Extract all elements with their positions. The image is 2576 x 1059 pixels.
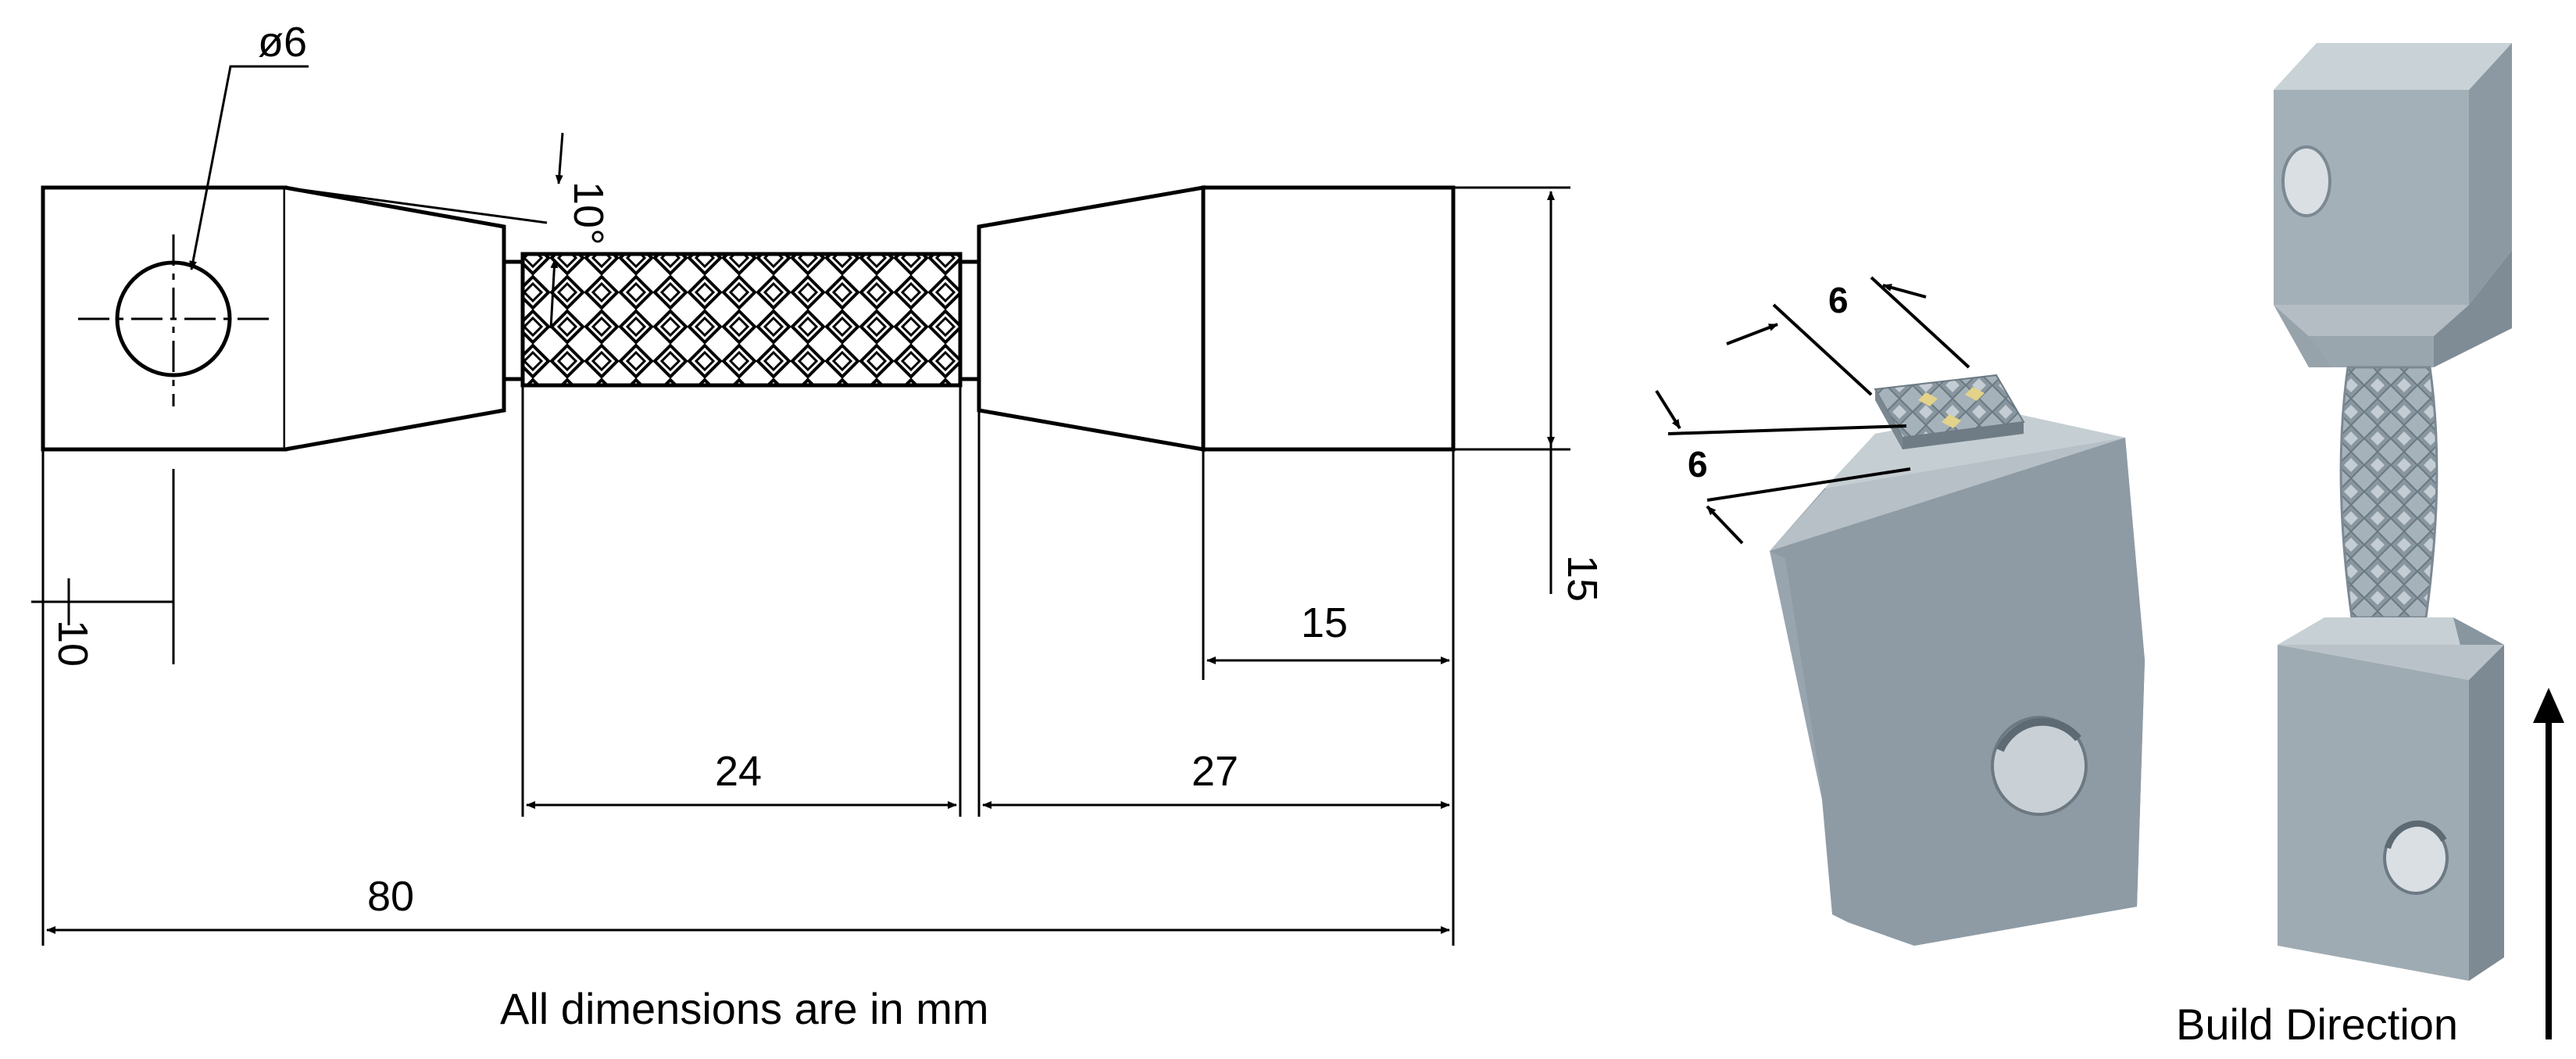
angle-arrow-top — [555, 132, 564, 184]
left-collar — [502, 259, 525, 381]
units-note: All dimensions are in mm — [500, 984, 989, 1033]
detail-dim-side-arrow-top — [1655, 389, 1681, 430]
angle-arrow-bottom — [549, 259, 559, 329]
dim-15-horizontal-label: 15 — [1301, 599, 1348, 646]
specimen-3d: Build Direction — [2176, 43, 2564, 1049]
diameter-leader — [189, 65, 309, 270]
detail-dim-side-arrow-bottom — [1706, 505, 1744, 545]
specimen-lattice-column — [2339, 366, 2438, 619]
build-direction-label: Build Direction — [2176, 1000, 2458, 1049]
angle-label: 10° — [565, 181, 612, 245]
right-taper — [977, 185, 1206, 452]
dim-10-label: 10 — [49, 620, 96, 667]
dim-15-vertical-label: 15 — [1559, 555, 1606, 602]
detail-dim-side-label: 6 — [1688, 444, 1708, 485]
detail-dim-top-arrow-left — [1726, 323, 1778, 345]
dim-24-label: 24 — [715, 748, 762, 795]
diameter-label: ø6 — [258, 19, 307, 66]
detail-view-3d: 6 6 — [1655, 276, 2145, 946]
dim-80-label: 80 — [367, 873, 414, 920]
dim-27-label: 27 — [1192, 748, 1238, 795]
right-collar — [958, 259, 981, 381]
detail-dim-top-label: 6 — [1828, 280, 1849, 320]
engineering-drawing — [31, 65, 1570, 946]
lattice-gauge-section — [520, 252, 963, 388]
left-taper — [284, 185, 506, 452]
detail-dim-top-arrow-right — [1882, 284, 1927, 299]
right-grip-block — [1201, 185, 1456, 452]
detail-grip-hole — [1991, 716, 2088, 816]
top-grip-hole — [2281, 145, 2331, 217]
